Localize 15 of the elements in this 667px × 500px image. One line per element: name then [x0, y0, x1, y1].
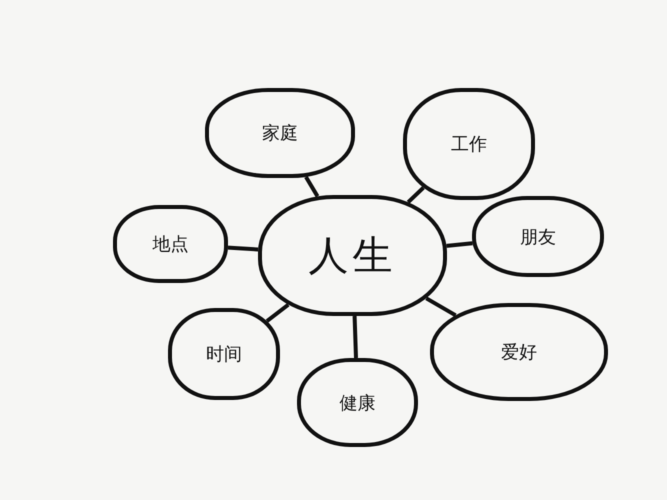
- connector-line: [446, 241, 473, 248]
- topic-bubble: 地点: [113, 205, 228, 283]
- topic-bubble: 爱好: [430, 303, 608, 401]
- connector-line: [406, 186, 425, 204]
- topic-bubble: 时间: [168, 308, 280, 400]
- connector-line: [425, 296, 457, 318]
- connector-line: [266, 303, 290, 323]
- connector-line: [228, 246, 258, 252]
- connector-line: [352, 316, 358, 358]
- central-topic-bubble: 人生: [258, 195, 447, 316]
- topic-bubble: 健康: [297, 358, 418, 447]
- connector-line: [304, 176, 320, 198]
- topic-bubble: 工作: [403, 88, 535, 200]
- topic-bubble: 家庭: [205, 88, 355, 178]
- topic-bubble: 朋友: [472, 196, 604, 277]
